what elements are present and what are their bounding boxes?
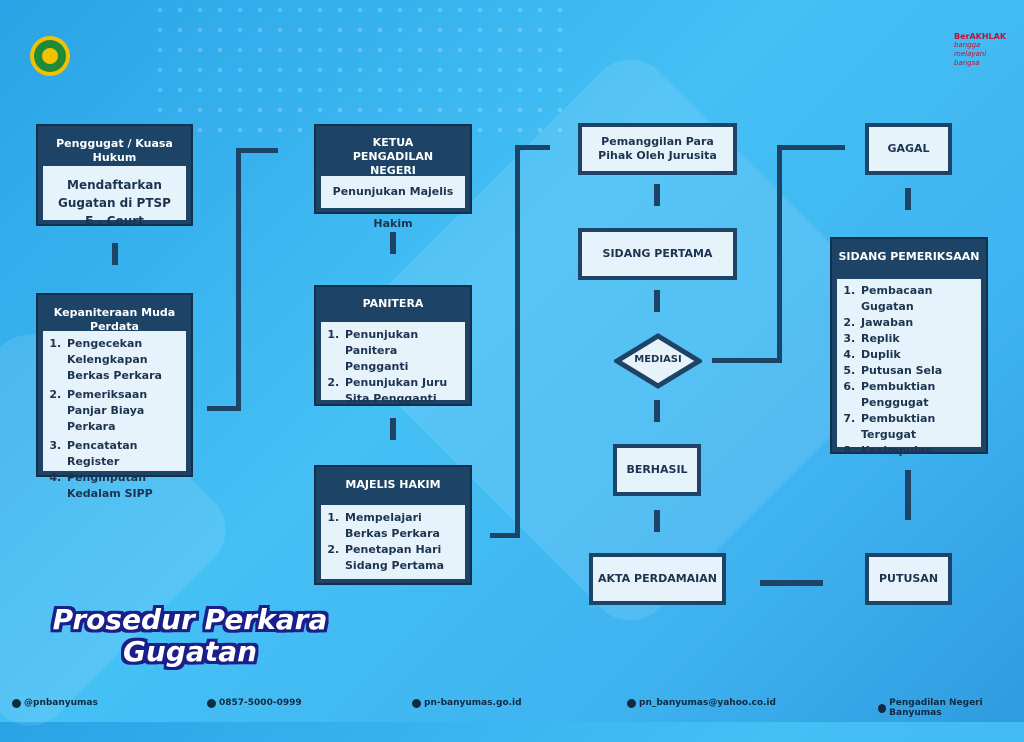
connector-line xyxy=(905,188,911,210)
box-ketua-pengadilan: KETUA PENGADILAN NEGERI Penunjukan Majel… xyxy=(314,124,472,230)
box-gagal: GAGAL xyxy=(865,123,952,175)
connector-line xyxy=(777,145,845,150)
title-line: Gugatan xyxy=(122,635,258,668)
box-header: KETUA PENGADILAN NEGERI xyxy=(352,136,434,177)
connector-line xyxy=(760,580,823,586)
connector-line xyxy=(654,400,660,422)
logo-text: BerAKHLAK xyxy=(954,32,1007,41)
connector-line xyxy=(390,418,396,440)
list-item: Jawaban xyxy=(859,315,977,331)
box-akta-perdamaian: AKTA PERDAMAIAN xyxy=(589,553,726,605)
box-kepaniteraan: Kepaniteraan Muda Perdata Pengecekan Kel… xyxy=(36,293,193,500)
background-dots xyxy=(150,0,570,140)
footer-text: pn_banyumas@yahoo.co.id xyxy=(639,698,776,708)
globe-icon xyxy=(412,698,421,708)
list-item: Penunjukan Panitera Pengganti xyxy=(343,327,461,375)
box-list: Pembacaan Gugatan Jawaban Replik Duplik … xyxy=(837,279,981,457)
connector-line xyxy=(515,145,520,538)
connector-line xyxy=(654,184,660,206)
connector-line xyxy=(712,358,782,363)
list-item: Pemeriksaan Panjar Biaya Perkara xyxy=(65,387,182,435)
list-item: Mempelajari Berkas Perkara xyxy=(343,510,461,542)
list-item: Pencatatan Register xyxy=(65,438,182,470)
list-item: Penunjukan Juru Sita Pengganti xyxy=(343,375,461,407)
instagram-icon xyxy=(12,698,21,708)
footer-text: Pengadilan Negeri Banyumas xyxy=(889,698,983,718)
connector-line xyxy=(654,510,660,532)
list-item: Pembuktian Penggugat xyxy=(859,379,977,411)
berakhlak-logo: BerAKHLAK bangga melayani bangsa xyxy=(954,32,1007,72)
list-item: Duplik xyxy=(859,347,977,363)
box-list: Penunjukan Panitera Pengganti Penunjukan… xyxy=(321,322,465,405)
list-item: Replik xyxy=(859,331,977,347)
box-list: Mempelajari Berkas Perkara Penetapan Har… xyxy=(321,505,465,579)
list-item: Pengecekan Kelengkapan Berkas Perkara xyxy=(65,336,182,384)
box-majelis-hakim: MAJELIS HAKIM Mempelajari Berkas Perkara… xyxy=(314,465,472,585)
phone-icon xyxy=(207,698,216,708)
page-title: Prosedur Perkara Gugatan xyxy=(50,604,330,668)
title-line: Prosedur Perkara xyxy=(52,603,328,636)
list-item: Kesimpulan xyxy=(859,443,977,459)
list-item: Pembacaan Gugatan xyxy=(859,283,977,315)
box-pemanggilan: Pemanggilan Para Pihak Oleh Jurusita xyxy=(578,123,737,175)
footer-email: pn_banyumas@yahoo.co.id xyxy=(627,698,776,708)
diamond-shape xyxy=(612,333,704,389)
box-content: Mendaftarkan Gugatan di PTSP E - Court xyxy=(43,166,186,228)
box-content: Penunjukan Majelis Hakim xyxy=(321,176,465,230)
footer-website: pn-banyumas.go.id xyxy=(412,698,522,708)
footer-text: @pnbanyumas xyxy=(24,698,98,708)
box-sidang-pertama: SIDANG PERTAMA xyxy=(578,228,737,280)
decision-diamond: MEDIASI xyxy=(612,333,704,389)
list-item: Penginputan Kedalam SIPP xyxy=(65,470,182,502)
box-header: Kepaniteraan Muda Perdata xyxy=(53,306,176,333)
connector-line xyxy=(777,145,782,363)
box-header: PANITERA xyxy=(362,297,424,310)
list-item: Putusan Sela xyxy=(859,363,977,379)
box-berhasil: BERHASIL xyxy=(613,444,701,496)
youtube-icon xyxy=(878,703,887,713)
logo-subtext: bangga melayani bangsa xyxy=(954,41,987,67)
box-header: MAJELIS HAKIM xyxy=(345,478,441,491)
connector-line xyxy=(515,145,550,150)
footer-text: pn-banyumas.go.id xyxy=(424,698,522,708)
box-panitera: PANITERA Penunjukan Panitera Pengganti P… xyxy=(314,285,472,406)
connector-line xyxy=(236,148,241,411)
footer-phone: 0857-5000-0999 xyxy=(207,698,302,708)
court-logo xyxy=(30,36,70,76)
box-list: Pengecekan Kelengkapan Berkas Perkara Pe… xyxy=(43,331,186,500)
diamond-label: MEDIASI xyxy=(634,354,682,365)
connector-line xyxy=(112,243,118,265)
list-item: Pembuktian Tergugat xyxy=(859,411,977,443)
list-item: Penetapan Hari Sidang Pertama xyxy=(343,542,461,574)
box-sidang-pemeriksaan: SIDANG PEMERIKSAAN Pembacaan Gugatan Jaw… xyxy=(830,237,988,457)
connector-line xyxy=(654,290,660,312)
box-header: SIDANG PEMERIKSAAN xyxy=(838,250,980,263)
box-penggugat: Penggugat / Kuasa Hukum Mendaftarkan Gug… xyxy=(36,124,193,228)
connector-line xyxy=(905,470,911,520)
connector-line xyxy=(236,148,278,153)
connector-line xyxy=(390,232,396,254)
box-header: Penggugat / Kuasa Hukum xyxy=(56,137,173,164)
footer-instagram: @pnbanyumas xyxy=(12,698,98,708)
connector-line xyxy=(207,406,241,411)
connector-line xyxy=(490,533,520,538)
email-icon xyxy=(627,698,636,708)
footer-text: 0857-5000-0999 xyxy=(219,698,302,708)
box-putusan: PUTUSAN xyxy=(865,553,952,605)
footer-youtube: Pengadilan Negeri Banyumas xyxy=(878,698,1024,718)
